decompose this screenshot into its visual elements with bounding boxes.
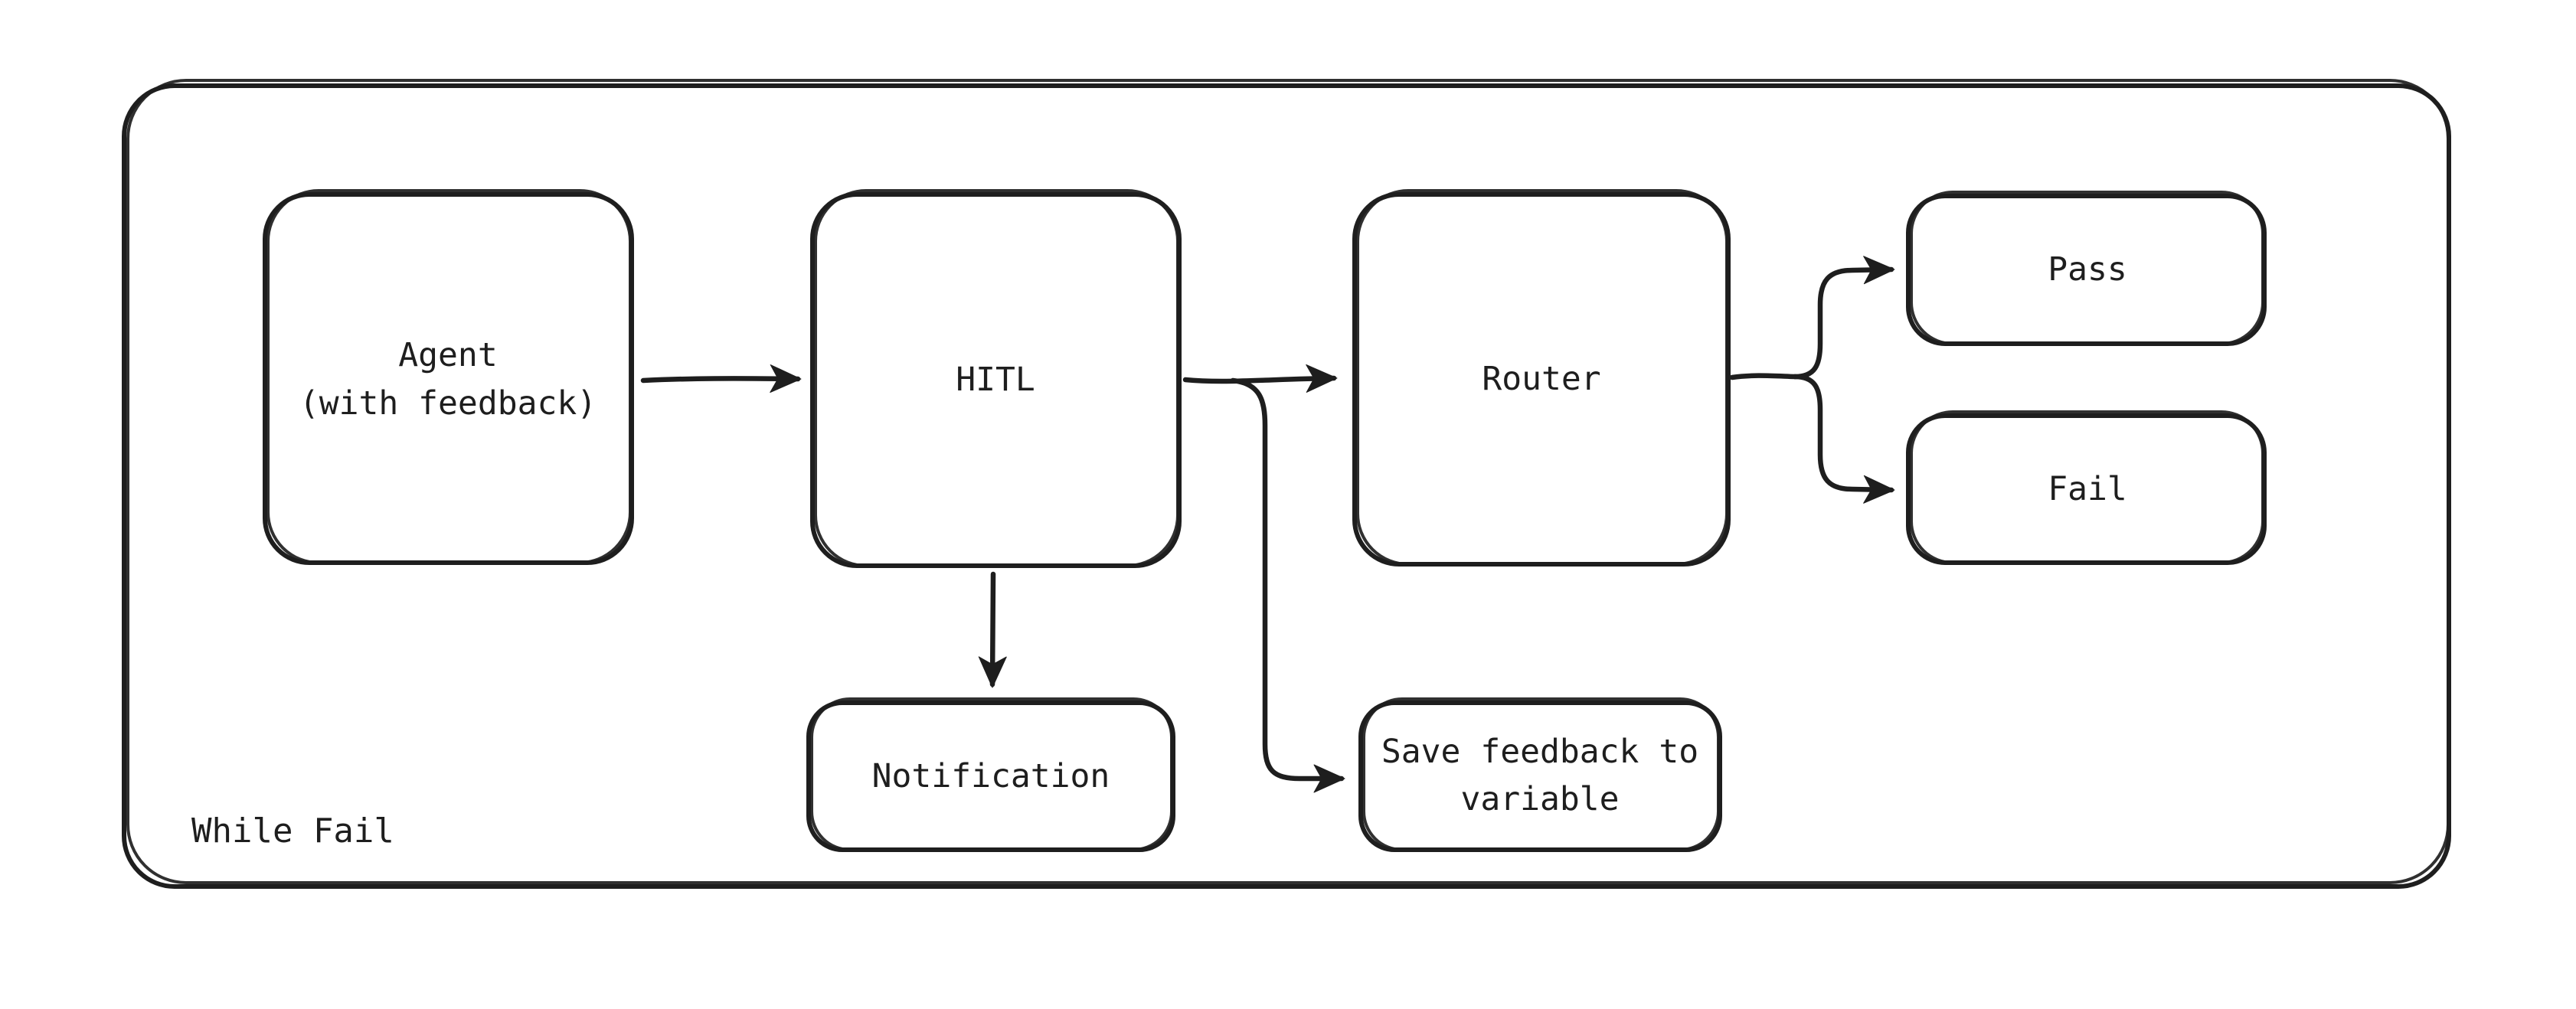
node-pass: Pass — [1906, 191, 2267, 346]
while-fail-container: While Fail — [122, 79, 2451, 889]
save-feedback-label-line1: Save feedback to — [1381, 733, 1698, 771]
node-save-feedback: Save feedback to variable — [1358, 697, 1722, 852]
save-feedback-box — [1358, 700, 1722, 852]
node-fail: Fail — [1906, 410, 2267, 565]
edge-hitl-to-router — [1182, 364, 1338, 393]
container-box-overdraw — [126, 79, 2450, 884]
edge-agent-to-hitl — [640, 364, 802, 393]
agent-label-line2: (with feedback) — [299, 384, 597, 423]
hitl-label: HITL — [956, 361, 1035, 399]
node-agent: Agent (with feedback) — [263, 189, 634, 565]
edge-router-to-fail — [1792, 374, 1895, 504]
agent-box — [263, 192, 634, 565]
router-label: Router — [1482, 360, 1600, 398]
edge-router-to-pass — [1792, 256, 1895, 380]
edge-router-fork-stem — [1729, 373, 1798, 380]
router-box-overdraw — [1356, 189, 1728, 566]
agent-box-overdraw — [266, 189, 632, 564]
save-feedback-label-line2: variable — [1460, 780, 1619, 818]
node-notification: Notification — [806, 697, 1175, 852]
edge-hitl-to-save-feedback — [1230, 377, 1345, 793]
save-feedback-box-overdraw — [1362, 697, 1720, 851]
container-label: While Fail — [191, 811, 394, 851]
notification-box-overdraw — [810, 697, 1173, 851]
node-hitl: HITL — [810, 189, 1182, 568]
notification-label: Notification — [872, 757, 1110, 795]
edge-hitl-to-notification — [978, 571, 1007, 688]
pass-label: Pass — [2048, 250, 2127, 289]
hitl-box-overdraw — [814, 189, 1179, 567]
fail-label: Fail — [2048, 470, 2127, 508]
pass-box-overdraw — [1910, 191, 2264, 345]
agent-label-line1: Agent — [398, 336, 497, 374]
fail-box-overdraw — [1910, 410, 2264, 564]
node-router: Router — [1352, 189, 1731, 567]
